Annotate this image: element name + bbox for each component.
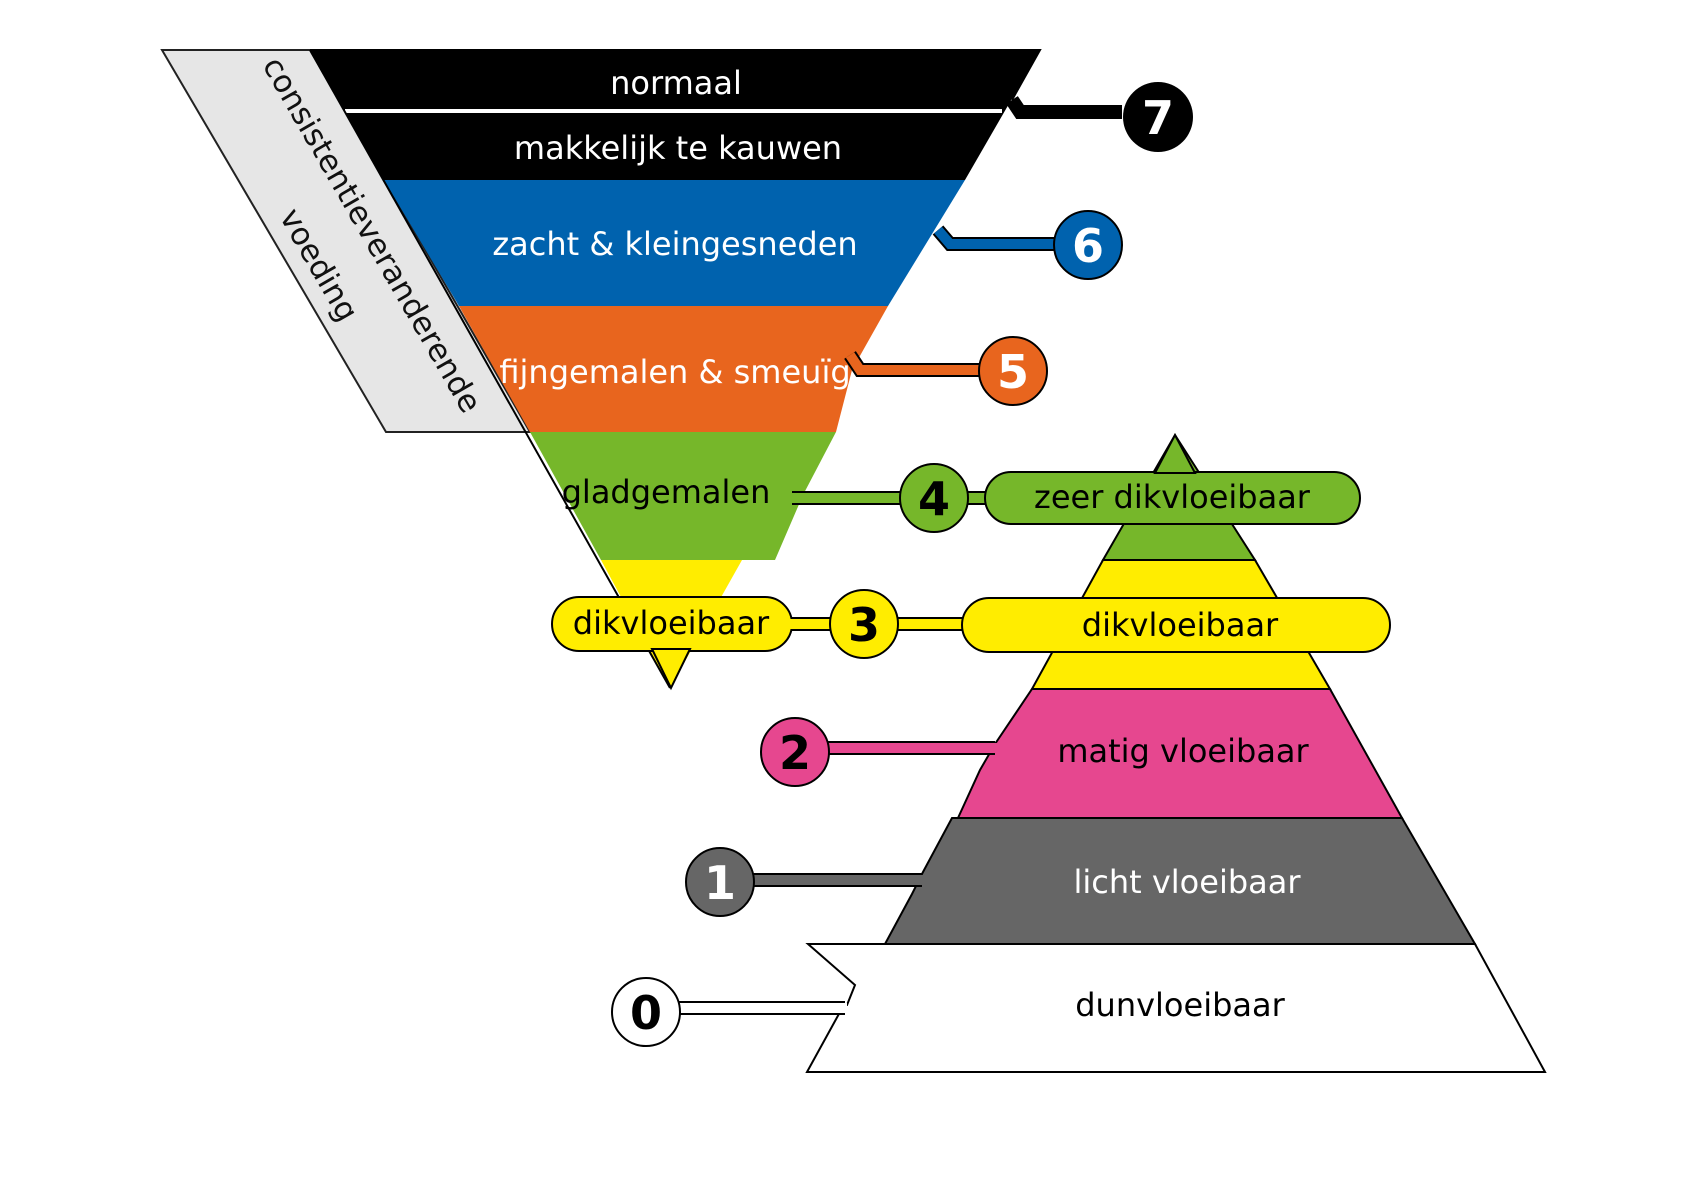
food-triangle-left-edge [309,49,671,689]
pill-drink-3 [961,597,1391,653]
badge-1 [685,847,755,917]
badge-7 [1123,82,1193,152]
label-licht-vloeibaar: licht vloeibaar [1073,863,1301,901]
level-number-0: 0 [630,986,662,1040]
label-makkelijk-te-kauwen: makkelijk te kauwen [514,129,842,167]
badge-5 [978,336,1048,406]
label-dunvloeibaar: dunvloeibaar [1075,986,1285,1024]
band-food-7 [310,50,1040,180]
level-number-7: 7 [1142,91,1174,145]
label-food-dikvloeibaar: dikvloeibaar [573,604,770,642]
pill-food-3-arrow [650,648,692,691]
level-number-6: 6 [1072,219,1104,273]
level-number-4: 4 [918,472,950,526]
badge-3 [829,589,899,659]
level-number-2: 2 [779,726,811,780]
food-triangle-outline [310,49,1042,101]
label-drink-dikvloeibaar: dikvloeibaar [1082,606,1279,644]
band-food-6 [384,180,965,306]
connector-5-fill [845,352,985,375]
badge-0 [611,977,681,1047]
level-number-3: 3 [848,598,880,652]
band-food-5 [459,306,888,432]
label-fijngemalen-smeuig: fijngemalen & smeuïg [499,353,850,391]
connector-7 [1006,96,1122,119]
badge-4 [899,463,969,533]
level-number-5: 5 [997,345,1029,399]
pill-drink-4-arrow [1153,432,1197,474]
badge-2 [760,717,830,787]
label-normaal: normaal [610,64,742,102]
badge-6 [1053,210,1123,280]
label-matig-vloeibaar: matig vloeibaar [1057,732,1309,770]
label-zeer-dikvloeibaar: zeer dikvloeibaar [1034,478,1311,516]
label-gladgemalen: gladgemalen [562,473,771,511]
band-food-4 [530,432,836,560]
connector-6-fill [934,226,1060,249]
level-number-1: 1 [704,856,736,910]
label-zacht-kleingesneden: zacht & kleingesneden [492,225,857,263]
